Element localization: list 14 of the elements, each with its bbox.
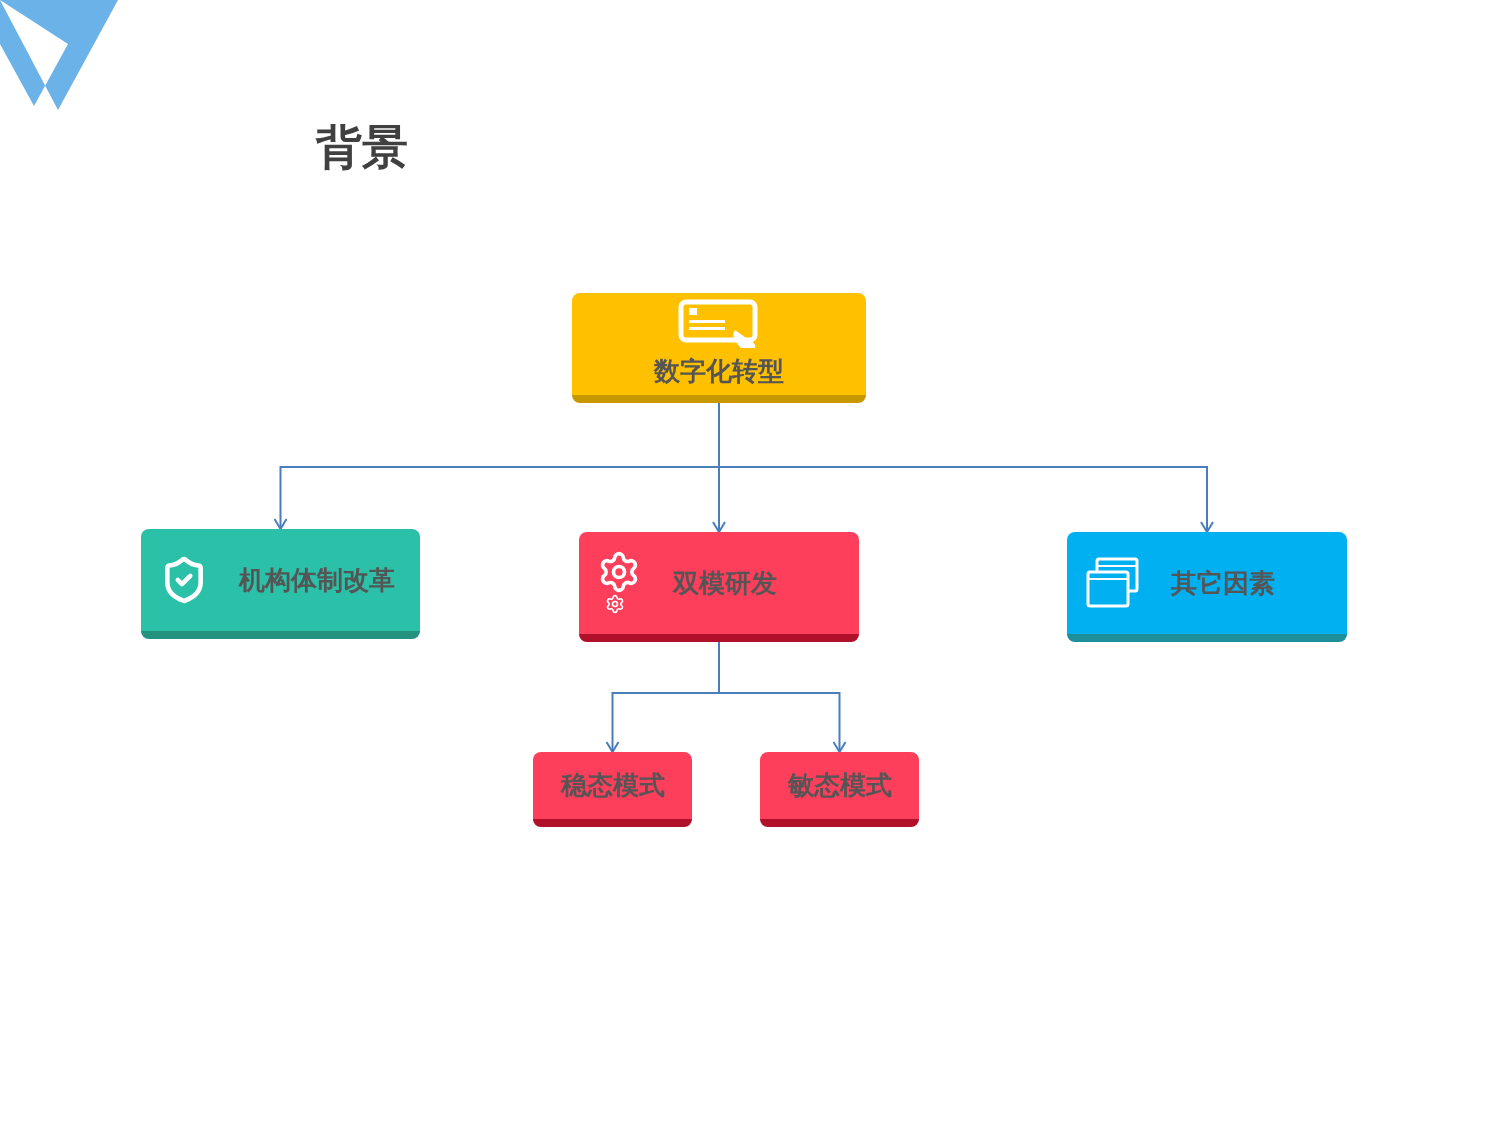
process-box [141,529,420,639]
process-box [579,532,859,642]
box-label: 数字化转型 [654,354,784,388]
box-label: 双模研发 [673,566,777,600]
arrow [718,641,847,753]
box-label: 稳态模式 [560,769,665,802]
box-label: 机构体制改革 [239,563,395,597]
process-box [572,293,866,403]
process-box [760,752,919,827]
process-box [533,752,692,827]
title: 背景 [316,124,408,170]
box-label: 其它因素 [1171,566,1275,600]
box-label: 敏态模式 [787,769,892,802]
process-box [1067,532,1347,642]
